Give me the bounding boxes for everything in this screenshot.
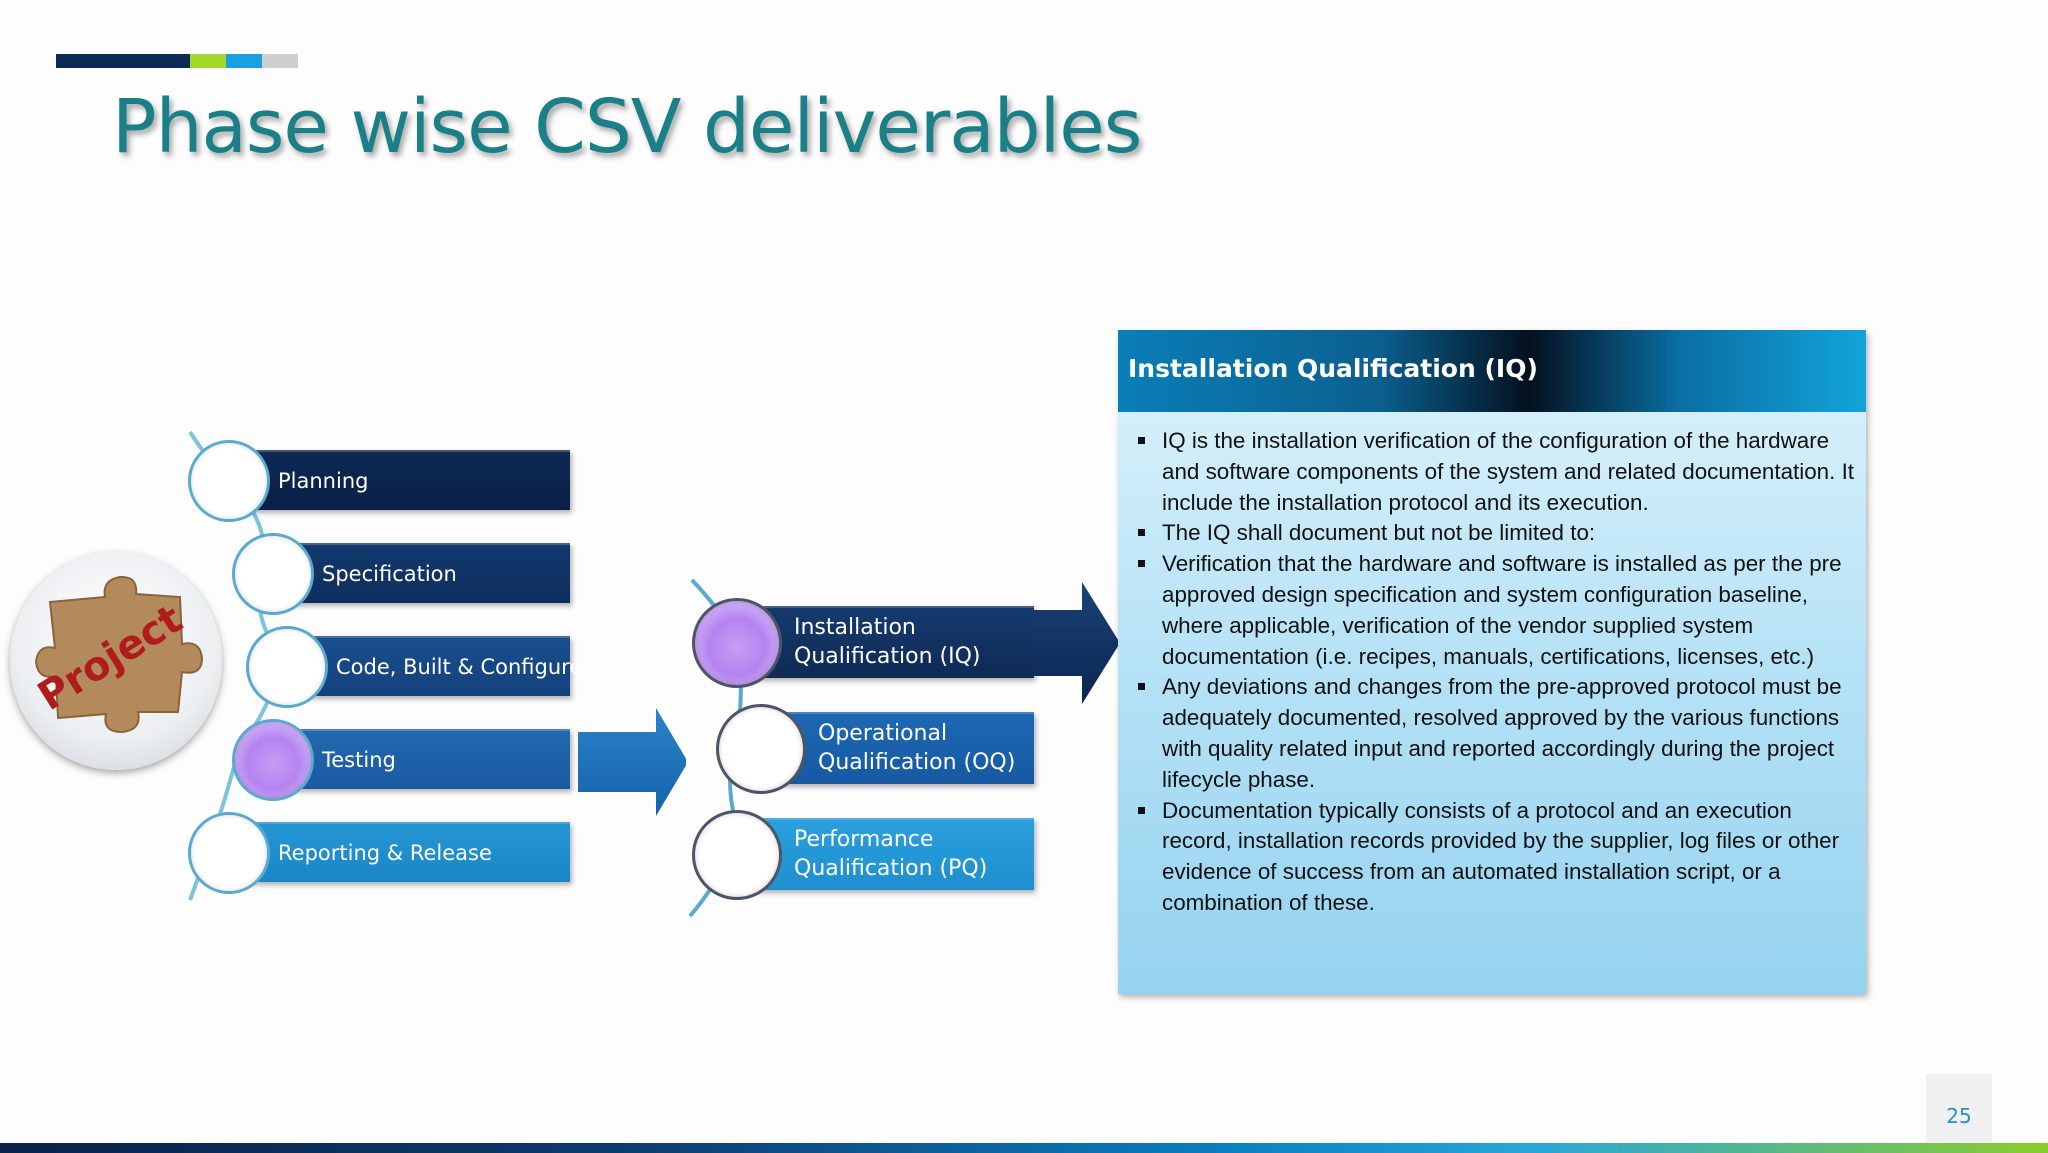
phase-bar-planning[interactable]: Planning: [248, 450, 570, 510]
qualification-line2: Qualification (IQ): [794, 644, 981, 669]
qualification-line2: Qualification (OQ): [818, 750, 1016, 775]
qualification-line2: Qualification (PQ): [794, 856, 988, 881]
phase-bar-testing[interactable]: Testing: [292, 729, 570, 789]
phase-circle-reporting: [188, 812, 270, 894]
phase-label: Reporting & Release: [278, 841, 492, 865]
bullet-item: Documentation typically consists of a pr…: [1132, 796, 1858, 919]
qualification-bar-pq[interactable]: Performance Qualification (PQ): [736, 818, 1034, 890]
slide-title: Phase wise CSV deliverables: [112, 84, 1142, 170]
puzzle-piece-icon: Project: [30, 575, 204, 734]
iq-detail-header: Installation Qualification (IQ): [1118, 330, 1866, 412]
accent-bar-gray: [262, 54, 298, 68]
iq-detail-title: Installation Qualification (IQ): [1128, 354, 1538, 383]
phase-bar-code-built-configure[interactable]: Code, Built & Configure: [306, 636, 582, 696]
accent-bar-blue: [226, 54, 262, 68]
phase-circle-testing: [232, 719, 314, 801]
page-number: 25: [1946, 1104, 1972, 1128]
phase-circle-specification: [232, 533, 314, 615]
qualification-circle-oq: [716, 704, 806, 794]
qualification-circle-iq: [692, 598, 782, 688]
phase-label: Code, Built & Configure: [336, 655, 583, 679]
phase-label: Specification: [322, 562, 457, 586]
phase-label: Planning: [278, 469, 369, 493]
page-number-box: [1926, 1074, 1992, 1153]
qualification-line1: Operational: [818, 721, 948, 747]
bullet-item: The IQ shall document but not be limited…: [1132, 518, 1858, 549]
arrow-right-icon: [1032, 582, 1120, 704]
iq-detail-bullets: IQ is the installation verification of t…: [1132, 426, 1858, 919]
project-logo: Project: [10, 552, 222, 770]
iq-detail-panel: Installation Qualification (IQ) IQ is th…: [1118, 330, 1866, 994]
accent-bar-green: [190, 54, 226, 68]
phase-bar-reporting-release[interactable]: Reporting & Release: [248, 822, 570, 882]
qualification-circle-pq: [692, 810, 782, 900]
arrow-right-icon: [578, 708, 686, 816]
bullet-item: Any deviations and changes from the pre-…: [1132, 672, 1858, 795]
phase-label: Testing: [322, 748, 396, 772]
phase-circle-planning: [188, 440, 270, 522]
phase-bar-specification[interactable]: Specification: [292, 543, 570, 603]
phase-circle-code: [246, 626, 328, 708]
footer-gradient-bar: [0, 1143, 2048, 1153]
qualification-bar-iq[interactable]: Installation Qualification (IQ): [736, 606, 1034, 678]
accent-bar-navy: [56, 54, 190, 68]
qualification-line1: Installation: [794, 615, 916, 641]
bullet-item: IQ is the installation verification of t…: [1132, 426, 1858, 518]
bullet-item: Verification that the hardware and softw…: [1132, 549, 1858, 672]
qualification-line1: Performance: [794, 827, 934, 853]
